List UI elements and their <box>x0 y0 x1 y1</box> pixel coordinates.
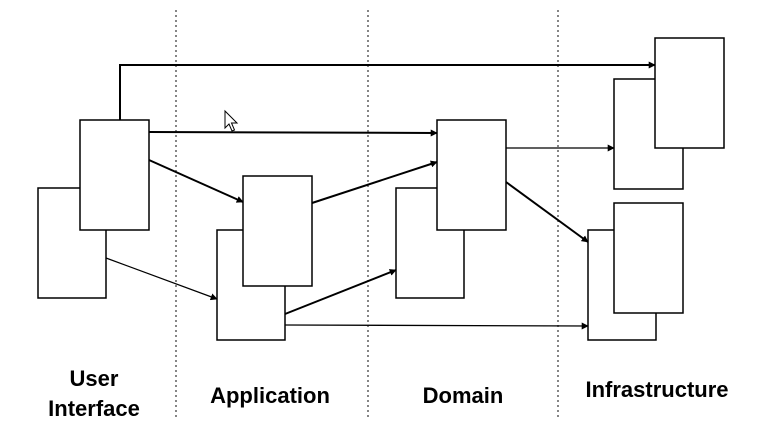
arrow-application-to-domain <box>311 160 438 204</box>
domain-component-front <box>436 119 507 231</box>
arrow-domain-to-infrastructure-lower <box>505 181 589 243</box>
mouse-pointer-icon <box>224 109 239 132</box>
arrow-ui-to-infrastructure-top <box>119 61 656 120</box>
application-component-front <box>242 175 313 287</box>
arrow-ui-to-application <box>148 159 244 203</box>
layer-label-infrastructure: Infrastructure <box>585 377 728 402</box>
layer-label-application: Application <box>210 383 330 408</box>
arrow-ui-to-domain <box>148 129 438 137</box>
layer-label-user-interface-line2: Interface <box>48 396 140 421</box>
ui-component-front <box>79 119 150 231</box>
infrastructure-upper-front <box>654 37 725 149</box>
layer-label-user-interface-line1: User <box>70 366 119 391</box>
arrow-application-to-infrastructure-lower <box>284 322 589 330</box>
arrow-application-to-domain-back <box>284 269 397 315</box>
infrastructure-lower-front <box>613 202 684 314</box>
layer-label-domain: Domain <box>423 383 504 408</box>
arrow-ui-to-application-back <box>105 257 218 301</box>
